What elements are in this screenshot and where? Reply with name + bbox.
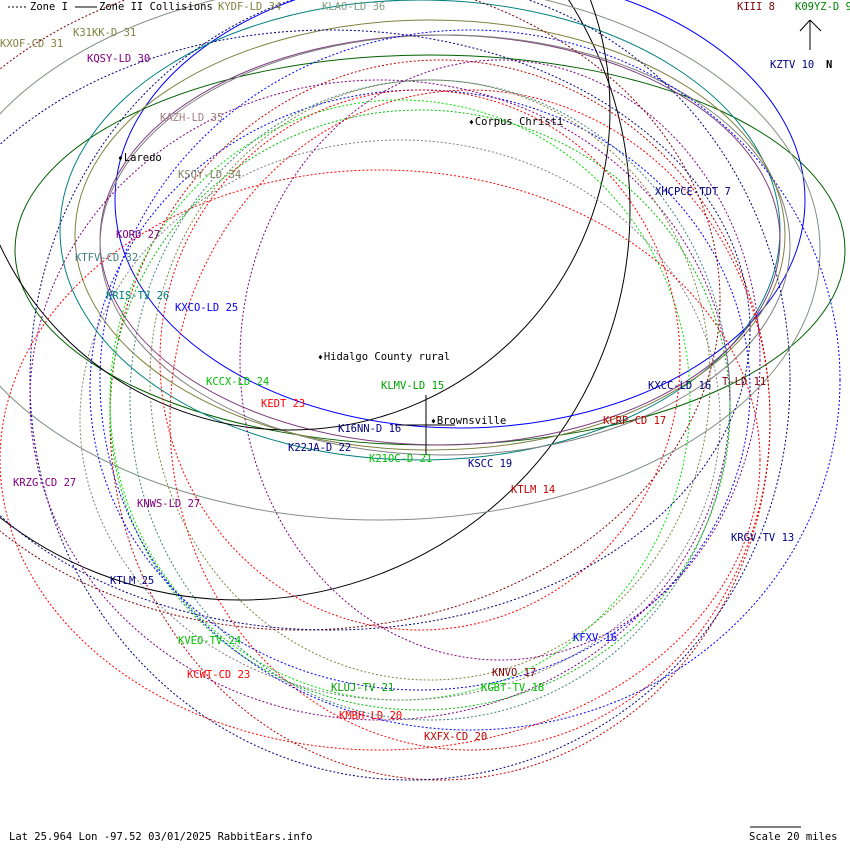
contour-purple-dotted-2: [239, 59, 761, 661]
contour-red-dotted-3: [0, 169, 761, 751]
station-label[interactable]: KXFX-CD 20: [424, 731, 488, 743]
station-label[interactable]: KTLM 25: [110, 575, 155, 587]
contour-gray-dotted: [79, 139, 721, 701]
station-label[interactable]: KCWT-CD 23: [187, 669, 251, 681]
station-label[interactable]: KNVO 17: [492, 667, 537, 679]
station-label[interactable]: KAZH-LD 35: [160, 112, 224, 124]
station-label[interactable]: KCRP-CD 17: [603, 415, 667, 427]
station-label[interactable]: K31KK-D 31: [73, 27, 137, 39]
station-label[interactable]: K21OC-D 21: [369, 453, 433, 465]
contour-olive-dotted: [149, 79, 711, 681]
footer-info: Lat 25.964 Lon -97.52 03/01/2025 RabbitE…: [9, 831, 313, 843]
station-label[interactable]: KSCC 19: [468, 458, 513, 470]
north-arrow-icon: [799, 19, 822, 50]
contour-blue-solid: [114, 0, 806, 429]
city-laredo: Laredo: [118, 152, 162, 165]
contour-black-solid: [0, 0, 631, 601]
scale-label: Scale 20 miles: [749, 831, 838, 843]
city-corpus-christi: Corpus Christi: [469, 116, 564, 129]
contour-navy-dotted-2: [0, 29, 751, 631]
station-label[interactable]: KRIS-TV 26: [106, 290, 170, 302]
station-label[interactable]: KTFV-CD 32: [75, 252, 139, 264]
contour-green-dotted-2: [109, 99, 691, 701]
station-label[interactable]: KXCC-LD 16: [648, 380, 712, 392]
station-label[interactable]: KTLM 14: [511, 484, 556, 496]
station-label[interactable]: KGBT-TV 18: [481, 682, 545, 694]
contour-olive-solid: [74, 19, 786, 451]
station-label[interactable]: KNWS-LD 27: [137, 498, 201, 510]
legend-zone1: Zone I: [30, 1, 68, 13]
station-label[interactable]: KFXV 16: [573, 632, 618, 644]
station-label[interactable]: K22JA-D 22: [288, 442, 352, 454]
station-label[interactable]: KRGV-TV 13: [731, 532, 795, 544]
contour-blue-dotted-2: [99, 29, 841, 731]
station-label[interactable]: KORO 27: [116, 229, 161, 241]
contour-darkred-dotted: [109, 59, 771, 781]
contour-teal-dotted: [129, 79, 731, 721]
north-label: N: [826, 59, 833, 71]
station-label[interactable]: KLUJ-TV 21: [331, 682, 395, 694]
station-label[interactable]: KSOY-LD 34: [178, 169, 242, 181]
contour-gray-solid: [99, 34, 791, 456]
legend-zone2: Zone II Collisions: [99, 1, 213, 13]
station-label[interactable]: KXOF-CD 31: [0, 38, 64, 50]
station-label[interactable]: KLAO-LD 36: [322, 1, 386, 13]
station-label[interactable]: KIII 8: [737, 1, 775, 13]
station-label[interactable]: KZTV 10: [770, 59, 815, 71]
station-label[interactable]: KLMV-LD 15: [381, 380, 445, 392]
station-label[interactable]: KYDF-LD 34: [218, 1, 282, 13]
city-hidalgo-county-rural: Hidalgo County rural: [318, 351, 450, 364]
station-label[interactable]: KEDT 23: [261, 398, 306, 410]
station-label[interactable]: KCCX-LD 24: [206, 376, 270, 388]
station-label[interactable]: KVEO-TV 24: [178, 635, 242, 647]
station-label[interactable]: KQSY-LD 30: [87, 53, 151, 65]
station-label[interactable]: XHCPCE-TDT 7: [655, 186, 731, 198]
contour-darkred-dotted-2: [0, 0, 721, 631]
station-label[interactable]: KXCO-LD 25: [175, 302, 239, 314]
station-label[interactable]: T-LD 11: [722, 376, 767, 388]
contour-black-solid-2: [0, 0, 611, 431]
station-label[interactable]: KMBH-LD 20: [339, 710, 403, 722]
station-label[interactable]: K09YZ-D 9: [795, 1, 850, 13]
city-brownsville: Brownsville: [431, 415, 507, 428]
contour-navy-dotted: [29, 0, 791, 781]
contour-graygreen-solid: [0, 0, 821, 521]
contour-red-dotted-2: [159, 89, 681, 631]
station-label[interactable]: K16NN-D 16: [338, 423, 402, 435]
station-label[interactable]: KRZG-CD 27: [13, 477, 77, 489]
